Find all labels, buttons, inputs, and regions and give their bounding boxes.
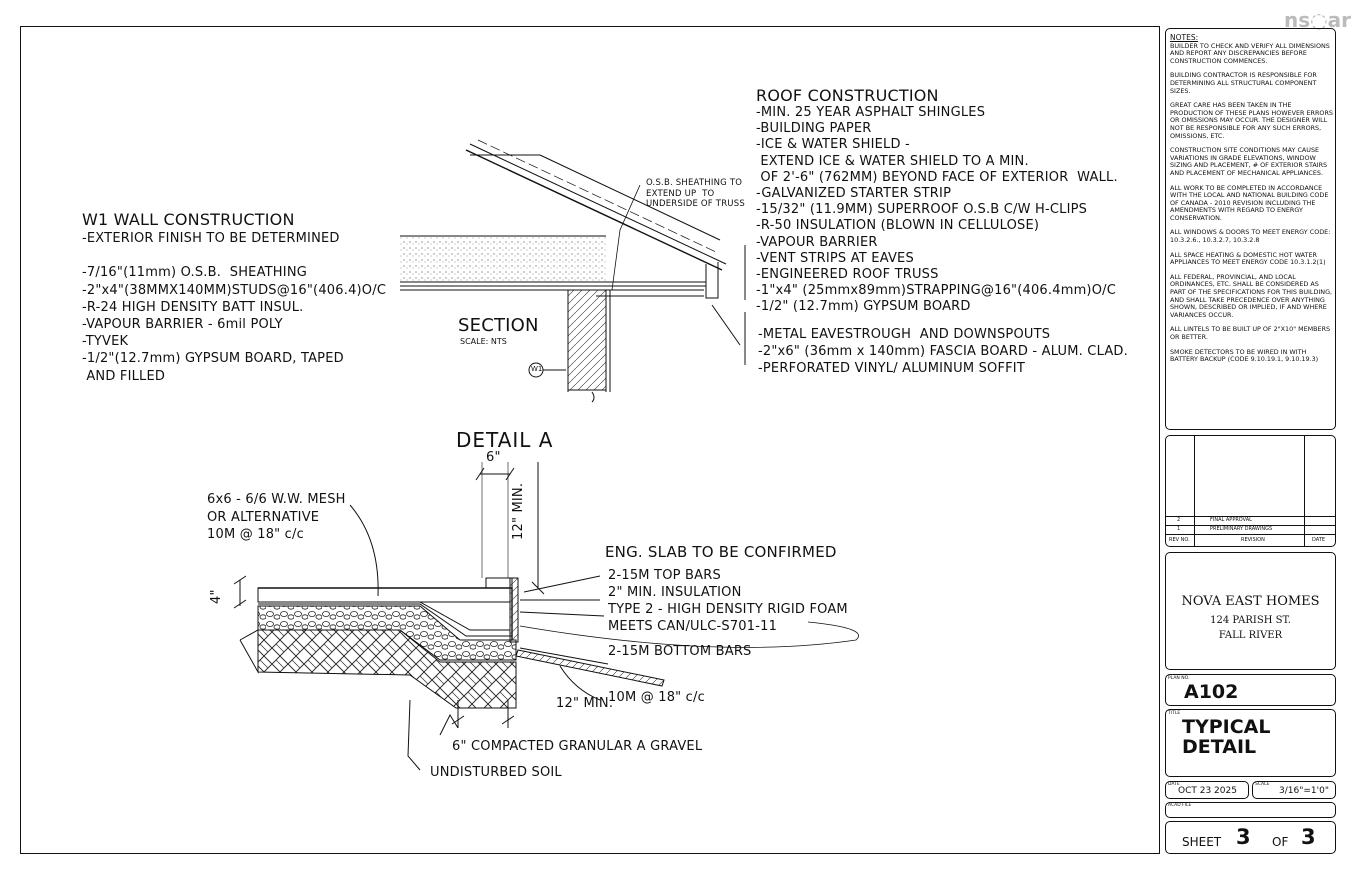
drawing-frame <box>20 26 1160 854</box>
dim-4-in: 4" <box>209 589 224 604</box>
title-panel: TITLE TYPICAL DETAIL <box>1165 709 1336 777</box>
note-item: ALL LINTELS TO BE BUILT UP OF 2"X10" MEM… <box>1170 325 1331 341</box>
detail-a-drawing <box>233 462 859 771</box>
section-scale: SCALE: NTS <box>460 337 507 346</box>
rev-row-1-no: 1 <box>1177 526 1181 532</box>
rebar-note: 10M @ 18" c/c <box>608 690 705 705</box>
client-name: NOVA EAST HOMES <box>1181 594 1320 609</box>
notes-panel: NOTES: BUILDER TO CHECK AND VERIFY ALL D… <box>1165 28 1336 430</box>
mesh-note-line: 10M @ 18" c/c <box>207 527 304 542</box>
roof-section-drawing <box>400 139 746 403</box>
eaves-spec-line: -PERFORATED VINYL/ ALUMINUM SOFFIT <box>758 361 1025 376</box>
title-label: TITLE <box>1168 711 1181 716</box>
date-panel: DATE OCT 23 2025 <box>1165 781 1249 799</box>
bottom-bars-note: 2-15M BOTTOM BARS <box>608 644 752 659</box>
wall-spec-line: AND FILLED <box>82 368 166 384</box>
bars-note-line: 2" MIN. INSULATION <box>608 585 742 600</box>
note-item: CONSTRUCTION SITE CONDITIONS MAY CAUSE V… <box>1170 146 1328 177</box>
revision-table: 2 FINAL APPROVAL 1 PRELIMINARY DRAWINGS … <box>1165 435 1336 547</box>
date-value: OCT 23 2025 <box>1178 786 1237 796</box>
note-item: BUILDER TO CHECK AND VERIFY ALL DIMENSIO… <box>1170 41 1330 65</box>
title-line-2: DETAIL <box>1182 736 1257 758</box>
detail-title: DETAIL A <box>456 428 554 452</box>
wall-spec-line: -1/2"(12.7mm) GYPSUM BOARD, TAPED <box>82 351 344 367</box>
wall-spec-line: -TYVEK <box>82 334 129 350</box>
note-item: GREAT CARE HAS BEEN TAKEN IN THE PRODUCT… <box>1170 101 1333 140</box>
roof-spec-line: -VAPOUR BARRIER <box>756 234 878 250</box>
rev-row-2-no: 2 <box>1177 517 1181 523</box>
scale-value: 3/16"=1'0" <box>1279 786 1329 796</box>
roof-spec-line: -1/2" (12.7mm) GYPSUM BOARD <box>756 299 971 315</box>
plan-number-panel: PLAN NO. A102 <box>1165 674 1336 706</box>
note-item: BUILDING CONTRACTOR IS RESPONSIBLE FOR D… <box>1170 71 1317 95</box>
wall-tag-label: W1 <box>531 365 543 373</box>
nsar-logo: ns◌ar <box>1284 8 1351 32</box>
dim-12-min-vertical: 12" MIN. <box>511 482 526 540</box>
roof-spec-line: -R-50 INSULATION (BLOWN IN CELLULOSE) <box>756 218 1040 234</box>
sheet-of-label: OF <box>1272 835 1289 849</box>
note-item: ALL FEDERAL, PROVINCIAL, AND LOCAL ORDIN… <box>1170 272 1333 319</box>
roof-spec-line: -ICE & WATER SHIELD - <box>756 137 910 153</box>
note-item: ALL WINDOWS & DOORS TO MEET ENERGY CODE:… <box>1170 228 1331 245</box>
sheet-total: 3 <box>1301 825 1316 849</box>
bars-note-line: TYPE 2 - HIGH DENSITY RIGID FOAM <box>608 602 848 617</box>
wall-spec-line: -7/16"(11mm) O.S.B. SHEATHING <box>82 265 308 281</box>
dim-6-in: 6" <box>486 450 501 465</box>
rev-header-revision: REVISION <box>1241 537 1265 543</box>
title-line-1: TYPICAL <box>1182 716 1271 738</box>
gravel-note: 6" COMPACTED GRANULAR A GRAVEL <box>452 739 703 754</box>
notes-list: BUILDER TO CHECK AND VERIFY ALL DIMENSIO… <box>1170 41 1335 364</box>
sheet-label: SHEET <box>1182 835 1222 849</box>
client-city: FALL RIVER <box>1218 630 1283 641</box>
sheet-panel: SHEET 3 OF 3 <box>1165 821 1336 854</box>
bars-note-line: MEETS CAN/ULC-S701-11 <box>608 619 778 634</box>
roof-spec-line: OF 2'-6" (762MM) BEYOND FACE OF EXTERIOR… <box>756 169 1118 185</box>
roof-spec-line: -1"x4" (25mmx89mm)STRAPPING@16"(406.4mm)… <box>756 283 1116 299</box>
mesh-note-line: 6x6 - 6/6 W.W. MESH <box>207 492 346 507</box>
roof-spec-line: -GALVANIZED STARTER STRIP <box>756 186 952 201</box>
wall-spec-line: -VAPOUR BARRIER - 6mil POLY <box>82 317 283 332</box>
note-item: SMOKE DETECTORS TO BE WIRED IN WITH BATT… <box>1170 347 1319 364</box>
roof-spec-line: -VENT STRIPS AT EAVES <box>756 250 914 266</box>
section-title: SECTION <box>458 315 539 336</box>
mesh-note-line: OR ALTERNATIVE <box>207 509 320 525</box>
rev-row-1-text: PRELIMINARY DRAWINGS <box>1210 526 1273 532</box>
wall-spec-line: -EXTERIOR FINISH TO BE DETERMINED <box>82 231 340 246</box>
rev-header-no: REV NO. <box>1169 537 1190 543</box>
wall-spec-line: -R-24 HIGH DENSITY BATT INSUL. <box>82 299 304 315</box>
acad-label: ACAD FILE <box>1168 803 1192 808</box>
sheet-number: 3 <box>1236 825 1251 849</box>
roof-spec-line: -ENGINEERED ROOF TRUSS <box>756 267 939 282</box>
note-item: ALL WORK TO BE COMPLETED IN ACCORDANCE W… <box>1170 183 1329 222</box>
eaves-spec-line: -METAL EAVESTROUGH AND DOWNSPOUTS <box>758 327 1051 342</box>
roof-spec-line: -MIN. 25 YEAR ASPHALT SHINGLES <box>756 105 986 120</box>
eaves-spec-line: -2"x6" (36mm x 140mm) FASCIA BOARD - ALU… <box>758 344 1128 359</box>
roof-spec-line: -BUILDING PAPER <box>756 121 872 137</box>
soil-note: UNDISTURBED SOIL <box>430 765 562 780</box>
bars-note-line: 2-15M TOP BARS <box>608 568 721 583</box>
rev-header-date: DATE <box>1312 537 1326 543</box>
slab-note: ENG. SLAB TO BE CONFIRMED <box>605 543 837 561</box>
date-label: DATE <box>1168 782 1180 787</box>
client-panel: NOVA EAST HOMES 124 PARISH ST. FALL RIVE… <box>1165 552 1336 670</box>
client-street: 124 PARISH ST. <box>1210 615 1291 626</box>
plan-number: A102 <box>1184 681 1239 703</box>
scale-label: SCALE <box>1255 782 1270 787</box>
roof-title: ROOF CONSTRUCTION <box>756 86 939 105</box>
notes-heading: NOTES: <box>1170 33 1199 42</box>
scale-panel: SCALE 3/16"=1'0" <box>1252 781 1336 799</box>
wall-spec-line: -2"x4"(38MMX140MM)STUDS@16"(406.4)O/C <box>82 282 387 298</box>
rev-row-2-text: FINAL APPROVAL <box>1210 517 1252 523</box>
acad-file-panel: ACAD FILE <box>1165 802 1336 818</box>
osb-note-line: O.S.B. SHEATHING TO <box>646 178 743 188</box>
note-item: ALL SPACE HEATING & DOMESTIC HOT WATER A… <box>1170 250 1326 267</box>
osb-note-line: EXTEND UP TO <box>646 188 715 199</box>
roof-spec-line: -15/32" (11.9MM) SUPERROOF O.S.B C/W H-C… <box>756 202 1088 218</box>
dim-12-min-horizontal: 12" MIN. <box>556 696 614 711</box>
osb-note-line: UNDERSIDE OF TRUSS <box>646 199 745 209</box>
roof-spec-line: EXTEND ICE & WATER SHIELD TO A MIN. <box>756 153 1029 169</box>
wall-title: W1 WALL CONSTRUCTION <box>82 210 295 229</box>
plan-label: PLAN NO. <box>1168 676 1190 681</box>
